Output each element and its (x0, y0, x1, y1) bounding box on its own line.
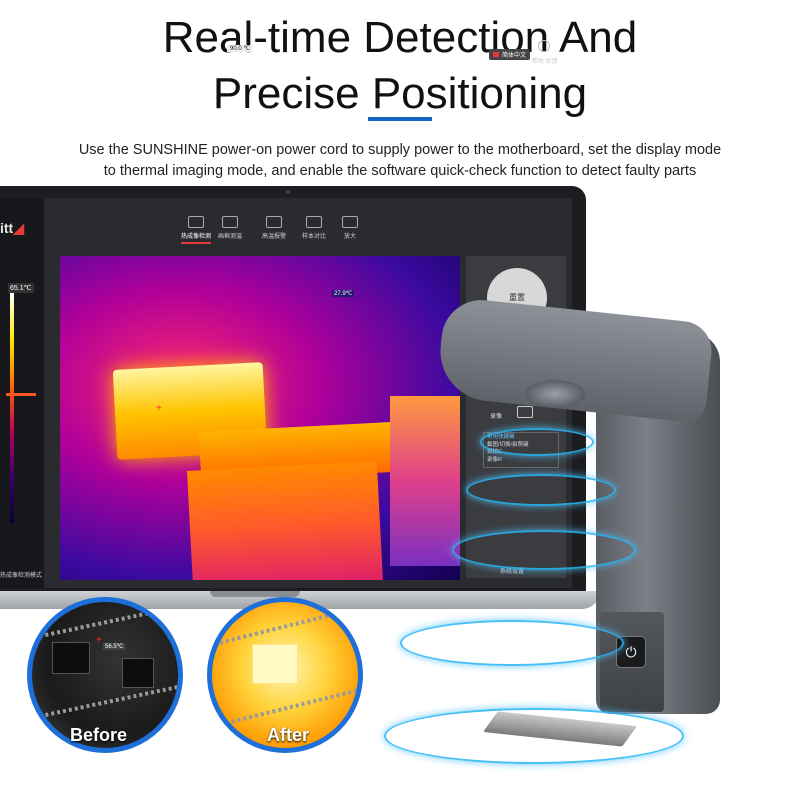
solder-dots (33, 684, 178, 720)
reset-button[interactable]: 重置 (509, 293, 525, 302)
magnify-icon (342, 216, 358, 228)
solder-dots (213, 687, 358, 729)
app-logo: itt◢ (0, 220, 24, 236)
thermal-image-view[interactable]: + 27.9℃ (60, 256, 460, 580)
crosshair-icon (188, 216, 204, 228)
hot-chip (252, 644, 298, 684)
scan-ring (384, 708, 684, 764)
scan-ring (452, 530, 636, 570)
thermal-point-label: 27.9℃ (332, 290, 355, 297)
mode-caption: 热成像检测模式 (0, 573, 43, 579)
temperature-sidebar: itt◢ 65.1℃ 热成像检测模式 (0, 198, 44, 588)
system-settings-button[interactable]: 系统设置 (500, 569, 525, 575)
language-select[interactable]: 简体中文 (489, 49, 531, 60)
subtitle: Use the SUNSHINE power-on power cord to … (20, 140, 780, 182)
before-zoom-circle: + (27, 597, 183, 753)
subtitle-line-2: to thermal imaging mode, and enable the … (103, 163, 697, 179)
hotspot-crosshair: + (156, 403, 162, 414)
after-label: After (267, 725, 310, 745)
title-underline (368, 117, 432, 121)
video-camera-icon[interactable] (517, 406, 533, 418)
board-body (186, 461, 384, 580)
after-zoom-circle (207, 597, 363, 753)
list-item: 录像R (487, 456, 502, 463)
webcam (286, 190, 290, 194)
camera-lens (525, 380, 585, 408)
user-icon[interactable] (538, 40, 550, 52)
before-temp-readout: 56.5℃ (103, 643, 126, 650)
frame-icon (222, 216, 238, 228)
alarm-icon (266, 216, 282, 228)
tab-thermal-detect[interactable]: 热成像检测 (176, 216, 216, 244)
tab-magnify[interactable]: 放大 (330, 216, 370, 240)
chip (52, 642, 90, 674)
color-scale-bar (10, 293, 14, 523)
scan-ring (400, 620, 624, 666)
board-edge (390, 396, 460, 566)
scan-ring (480, 428, 594, 456)
scan-ring (466, 474, 616, 506)
scale-marker[interactable] (6, 393, 36, 396)
headline-line-1: Real-time Detection And (162, 13, 638, 62)
before-label: Before (70, 725, 128, 745)
tab-sample-compare[interactable]: 样本对比 (294, 216, 334, 240)
max-temp-readout: 65.1℃ (8, 283, 34, 293)
chip (122, 658, 154, 688)
help-feedback-link[interactable]: 帮助 反馈 (532, 59, 558, 65)
headline: Real-time Detection And Precise Position… (0, 10, 800, 122)
tab-high-temp-alarm[interactable]: 高温报警 (254, 216, 294, 240)
toolbar: 热成像检测 画框测温 高温报警 样本对比 放大 (44, 198, 572, 248)
tab-frame-measure[interactable]: 画框测温 (210, 216, 250, 240)
record-label: 录像 (490, 414, 503, 420)
hotspot-crosshair: + (96, 635, 102, 646)
subtitle-line-1: Use the SUNSHINE power-on power cord to … (78, 142, 722, 158)
list-item: 抓拍C (487, 449, 502, 455)
alarm-threshold-input[interactable]: 90.0 ℃ (227, 45, 254, 52)
laptop-hinge-notch (210, 591, 300, 597)
headline-line-2: Precise Positioning (212, 69, 588, 118)
compare-icon (306, 216, 322, 228)
